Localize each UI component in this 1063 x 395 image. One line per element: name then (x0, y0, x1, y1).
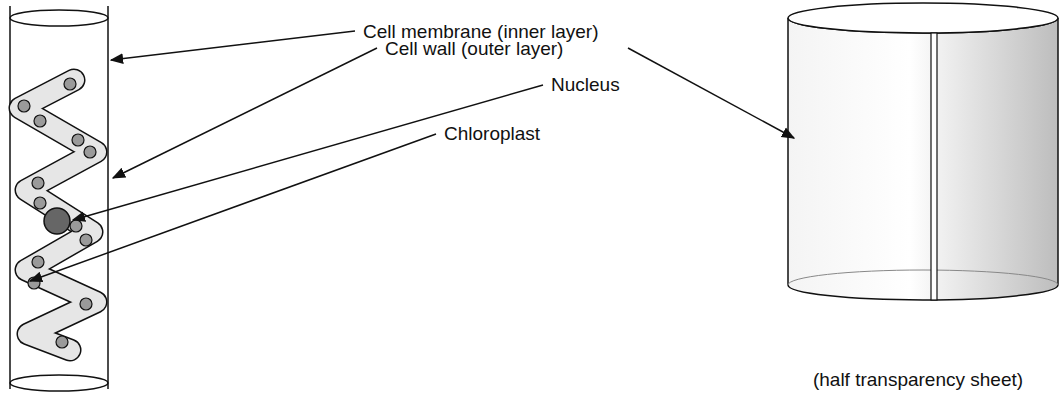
nucleus-label: Nucleus (551, 73, 620, 96)
wall-label: Cell wall (outer layer) (385, 37, 563, 60)
chloroplast-label: Chloroplast (444, 122, 540, 145)
cell-wall-cylinder (10, 6, 108, 391)
spiral-chloroplast (18, 78, 96, 350)
leader-lines (30, 31, 794, 281)
nucleus (44, 208, 70, 234)
transparency-sheet-cylinder (788, 3, 1058, 300)
sheet-caption: (half transparency sheet) (813, 368, 1023, 391)
